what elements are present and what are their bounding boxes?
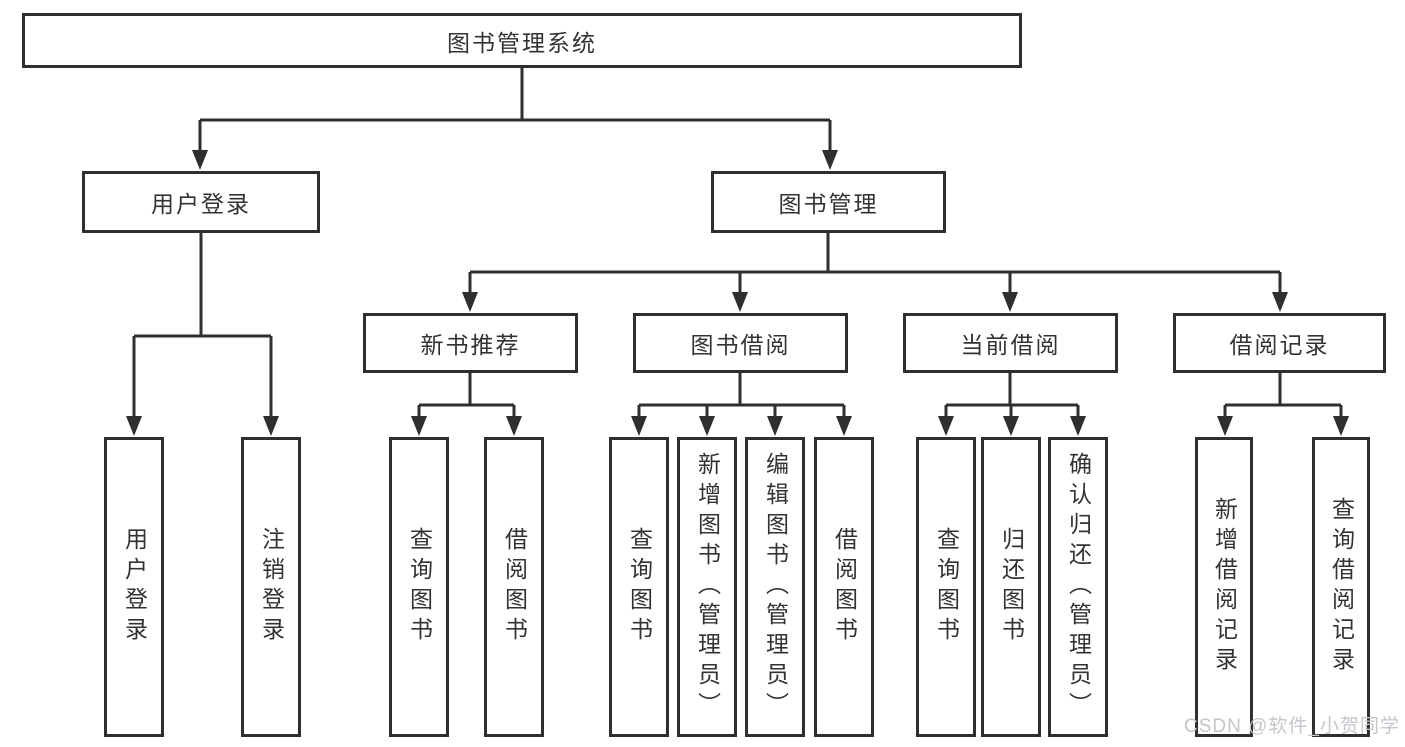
arrow-down [411,416,427,436]
node-new-book-recommend: 新书推荐 [363,313,578,373]
node-label: 新书推荐 [420,332,521,358]
leaf-label: 查询图书 [933,527,960,647]
arrow-down [1217,416,1233,436]
node-label: 图书管理系统 [447,29,597,56]
leaf-user-login: 用户登录 [104,437,164,737]
csdn-watermark: CSDN @软件_小贺同学 [1184,716,1400,737]
leaf-label: 查询图书 [406,527,433,647]
arrow-down [699,416,715,436]
arrow-down [822,150,838,170]
leaf-borrow-books-recommend: 借阅图书 [484,437,544,737]
node-label: 用户登录 [151,191,251,217]
arrow-down [126,416,142,436]
leaf-label: 注销登录 [258,527,285,647]
node-borrowing-records: 借阅记录 [1173,313,1386,373]
leaf-add-books-admin: 新增图书（管理员） [677,437,737,737]
leaf-query-books-recommend: 查询图书 [389,437,449,737]
leaf-return-books: 归还图书 [981,437,1041,737]
arrow-down [767,416,783,436]
leaf-query-borrow-record: 查询借阅记录 [1312,437,1370,737]
node-label: 图书借阅 [690,332,791,358]
arrow-down [1003,416,1019,436]
leaf-label: 查询图书 [626,527,653,647]
leaf-label: 借阅图书 [501,527,528,647]
node-label: 借阅记录 [1229,332,1330,358]
arrow-down [506,416,522,436]
node-root-system: 图书管理系统 [22,13,1022,68]
node-book-borrowing: 图书借阅 [633,313,848,373]
leaf-label: 确认归还（管理员） [1065,452,1092,722]
leaf-label: 归还图书 [998,527,1025,647]
leaf-label: 新增图书（管理员） [694,452,721,722]
arrow-down [1333,416,1349,436]
leaf-query-books-borrow: 查询图书 [609,437,669,737]
leaf-add-borrow-record: 新增借阅记录 [1195,437,1253,737]
leaf-label: 查询借阅记录 [1328,497,1355,677]
arrow-down [462,292,478,312]
leaf-logout: 注销登录 [241,437,301,737]
arrow-down [1002,292,1018,312]
leaf-query-books-current: 查询图书 [916,437,976,737]
leaf-label: 编辑图书（管理员） [762,452,789,722]
arrow-down [263,416,279,436]
leaf-borrow-books: 借阅图书 [814,437,874,737]
arrow-down [732,292,748,312]
node-book-management-module: 图书管理 [711,171,946,233]
leaf-confirm-return-admin: 确认归还（管理员） [1048,437,1108,737]
node-user-login-module: 用户登录 [82,171,320,233]
leaf-label: 新增借阅记录 [1211,497,1238,677]
node-current-borrowing: 当前借阅 [903,313,1118,373]
node-label: 当前借阅 [960,332,1061,358]
arrow-down [192,150,208,170]
arrow-down [1070,416,1086,436]
leaf-label: 借阅图书 [831,527,858,647]
leaf-edit-books-admin: 编辑图书（管理员） [745,437,805,737]
arrow-down [836,416,852,436]
arrow-down [1272,292,1288,312]
arrow-down [938,416,954,436]
leaf-label: 用户登录 [121,527,148,647]
node-label: 图书管理 [778,191,879,217]
arrow-down [631,416,647,436]
